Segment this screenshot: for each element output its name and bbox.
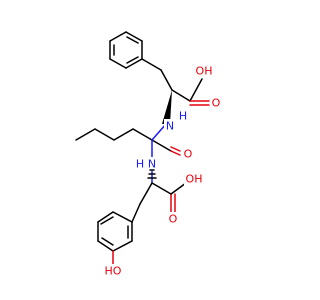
homophenylalanine-chain — [141, 58, 210, 124]
norleucine-chain — [75, 123, 181, 160]
atom-ho-phenol: HO — [105, 265, 122, 278]
atom-labels: OH O H N O N H OH O HO — [102, 64, 222, 278]
atom-oh-top: OH — [196, 65, 213, 78]
atom-h-amine: H — [179, 110, 187, 123]
atom-o-amide: O — [184, 148, 193, 161]
stereo-wedge — [162, 90, 172, 124]
phenol-ring — [97, 211, 133, 266]
atom-o-top: O — [212, 97, 221, 110]
phenyl-ring — [109, 31, 143, 69]
stereo-hash — [147, 169, 157, 179]
structure-canvas: OH O H N O N H OH O HO — [75, 31, 222, 278]
atom-n-amine: N — [166, 120, 174, 133]
molecule-structure: OH O H N O N H OH O HO — [75, 31, 222, 278]
atom-h-amide: H — [136, 158, 144, 171]
atom-oh-bottom: OH — [186, 173, 203, 186]
atom-o-bottom: O — [169, 213, 178, 226]
atom-n-amide: N — [148, 158, 156, 171]
